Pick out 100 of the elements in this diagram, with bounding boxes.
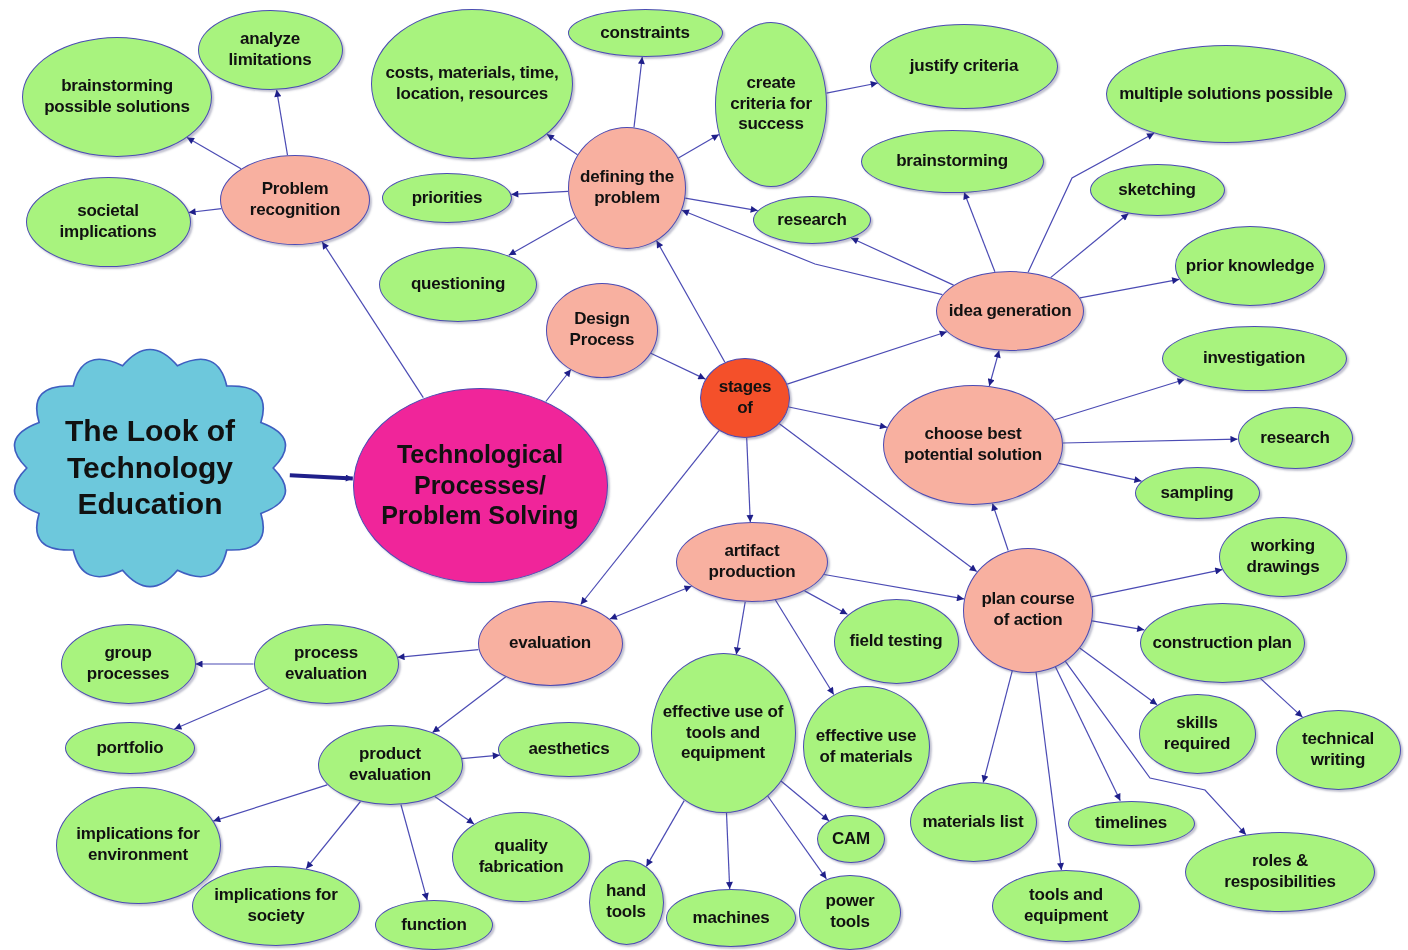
stage-ellipse — [963, 547, 1093, 673]
arrow — [400, 803, 429, 901]
arrow — [510, 190, 569, 198]
arrow — [321, 241, 424, 399]
arrow — [650, 352, 706, 380]
concept-label: CAM — [831, 828, 871, 850]
arrow — [212, 784, 328, 823]
arrow — [780, 780, 830, 822]
arrow — [981, 670, 1013, 784]
concept-label: skills required — [1162, 713, 1232, 755]
arrow — [274, 89, 289, 156]
arrow — [396, 649, 479, 661]
arrow — [431, 676, 507, 734]
concept-label: Technological Processes/ Problem Solving — [380, 439, 580, 531]
arrow — [681, 209, 943, 296]
concept-label: costs, materials, time, location, resources — [384, 63, 560, 105]
concept-label: materials list — [922, 811, 1024, 833]
concept-label: implications for environment — [75, 824, 201, 866]
arrow — [1027, 132, 1155, 273]
arrow — [656, 240, 726, 363]
arrow — [725, 812, 733, 890]
concept-label: investigation — [1202, 347, 1306, 369]
arrow — [746, 437, 754, 523]
concept-label: hand tools — [605, 881, 647, 923]
arrow — [1050, 212, 1129, 279]
concept-label: process evaluation — [283, 643, 369, 685]
concept-label: technical writing — [1301, 729, 1375, 771]
arrow — [1054, 666, 1121, 802]
concept-label: questioning — [410, 273, 506, 295]
concept-label: machines — [692, 907, 770, 929]
arrow — [305, 800, 362, 870]
concept-label: prior knowledge — [1185, 255, 1315, 277]
concept-label: create criteria for success — [729, 72, 813, 136]
concept-label: function — [401, 914, 467, 936]
arrow — [850, 237, 955, 286]
arrow — [1058, 462, 1142, 484]
arrow — [1259, 677, 1303, 718]
concept-ellipse — [802, 686, 930, 808]
concept-label: plan course of action — [980, 589, 1076, 631]
concept-label: working drawings — [1245, 536, 1321, 578]
arrow — [991, 503, 1009, 552]
concept-label: artifact production — [707, 541, 797, 583]
arrow — [461, 752, 501, 760]
concept-label: brainstorming — [896, 150, 1008, 172]
arrow — [987, 350, 1001, 387]
concept-label: societal implications — [58, 201, 158, 243]
arrow — [1054, 378, 1186, 421]
concept-label: roles & resposibilities — [1223, 851, 1337, 893]
concept-label: effective use of materials — [814, 726, 918, 768]
hub-ellipse — [700, 358, 790, 438]
concept-label: portfolio — [96, 737, 164, 759]
arrow — [508, 216, 576, 256]
concept-label: choose best potential solution — [902, 424, 1044, 466]
concept-label: sampling — [1160, 482, 1234, 504]
concept-label: aesthetics — [528, 738, 610, 760]
concept-label: idea generation — [948, 300, 1072, 322]
concept-label: analyze limitations — [227, 29, 313, 71]
concept-ellipse — [588, 859, 664, 945]
concept-label: effective use of tools and equipment — [661, 701, 785, 765]
concept-ellipse — [833, 598, 959, 684]
arrow — [1091, 620, 1145, 633]
concept-label: sketching — [1118, 179, 1196, 201]
concept-ellipse — [567, 9, 723, 57]
arrow — [194, 660, 255, 668]
concept-ellipse — [666, 889, 796, 947]
concept-ellipse — [375, 900, 493, 950]
concept-label: power tools — [824, 891, 876, 933]
arrow — [1035, 671, 1064, 871]
arrow — [1079, 647, 1158, 706]
arrow — [434, 795, 475, 825]
arrow — [1062, 435, 1239, 444]
arrow — [186, 136, 242, 170]
arrow — [963, 191, 996, 273]
arrow — [173, 687, 270, 730]
concept-ellipse — [65, 722, 195, 774]
concept-label: research — [1260, 427, 1330, 449]
arrow — [823, 573, 965, 602]
concept-ellipse — [1138, 694, 1256, 774]
arrow — [645, 800, 685, 867]
arrow — [767, 795, 827, 880]
arrow — [1064, 660, 1247, 836]
concept-label: constraints — [600, 22, 690, 44]
concept-ellipse — [1134, 467, 1260, 519]
concept-label: group processes — [85, 643, 171, 685]
arrow — [734, 601, 746, 655]
concept-label: brainstorming possible solutions — [43, 76, 191, 118]
arrow — [1090, 567, 1223, 598]
concept-label: multiple solutions possible — [1119, 83, 1333, 105]
arrow — [188, 208, 222, 216]
concept-label: tools and equipment — [1022, 885, 1110, 927]
concept-label: justify criteria — [909, 55, 1019, 77]
arrow — [825, 80, 879, 94]
arrow — [633, 56, 645, 128]
arrow — [546, 133, 579, 156]
arrow — [804, 590, 848, 615]
concept-label: quality fabrication — [477, 836, 565, 878]
concept-label: implications for society — [213, 885, 339, 927]
arrow — [609, 585, 693, 620]
stage-ellipse — [936, 271, 1084, 351]
concept-label: Problem recognition — [248, 179, 342, 221]
